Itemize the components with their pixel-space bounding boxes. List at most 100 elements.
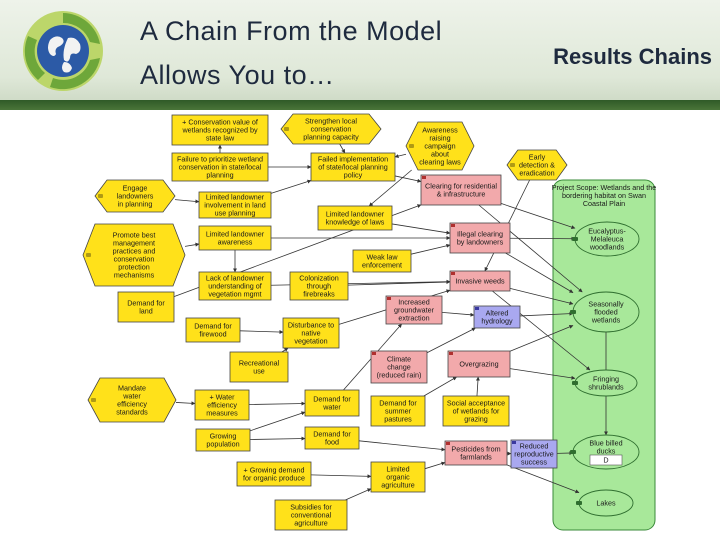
node-growing-population-line: Growing — [210, 432, 237, 441]
link-water-efficiency-to-demand-water — [248, 401, 306, 406]
node-limited-involvement-line: use planning — [215, 209, 256, 218]
node-clearing-residential-line: Clearing for residential — [425, 182, 497, 191]
target-blue-billed-ducks-line: ducks — [597, 447, 616, 456]
node-increased-extraction-line: groundwater — [394, 306, 435, 315]
node-social-acceptance-line: Social acceptance — [447, 399, 505, 408]
target-seasonally-flooded-line: Seasonally — [588, 300, 624, 309]
node-clearing-residential[interactable]: Clearing for residential& infrastructure — [420, 174, 502, 206]
node-awareness-campaign-line: clearing laws — [419, 158, 461, 167]
node-mandate-water-line: Mandate — [118, 384, 146, 393]
node-social-acceptance-line: of wetlands for — [453, 407, 500, 416]
link-weak-enforcement-to-illegal-clearing — [410, 243, 451, 255]
target-lakes[interactable]: Lakes — [576, 489, 634, 517]
node-engage-landowners-line: in planning — [118, 200, 153, 209]
link-limited-organic-to-pesticides — [424, 461, 446, 470]
link-limited-involvement-to-failed-implementation — [270, 179, 312, 194]
node-promote-best-line: management — [113, 239, 155, 248]
link-mandate-water-to-water-efficiency — [175, 401, 196, 406]
node-failure-prioritize-line: conservation in state/local — [179, 163, 262, 172]
node-engage-landowners-line: landowners — [117, 192, 154, 201]
node-promote-best-line: practices and — [113, 247, 156, 256]
node-failure-prioritize[interactable]: Failure to prioritize wetlandconservatio… — [171, 152, 269, 182]
link-pesticides-to-lakes — [506, 464, 580, 494]
node-failed-implementation-line: of state/local planning — [318, 163, 388, 172]
node-demand-food-line: food — [325, 438, 339, 447]
target-lakes-line: Lakes — [596, 499, 616, 508]
page-title-line-2: Allows You to… — [140, 60, 335, 90]
node-limited-organic-line: agriculture — [381, 481, 415, 490]
link-awareness-campaign-to-failed-implementation — [394, 153, 407, 158]
link-growing-population-to-demand-food — [249, 436, 306, 441]
node-mandate-water-line: standards — [116, 408, 148, 417]
link-limited-knowledge-to-illegal-clearing — [391, 223, 451, 235]
node-promote-best-line: conservation — [114, 255, 155, 264]
link-promote-best-to-limited-awareness — [184, 242, 200, 247]
node-limited-awareness-line: awareness — [218, 238, 253, 247]
node-limited-knowledge-line: knowledge of laws — [326, 218, 385, 227]
link-awareness-campaign-to-limited-knowledge — [368, 169, 412, 207]
node-water-efficiency-line: efficiency — [207, 401, 237, 410]
link-failed-implementation-to-clearing-residential — [394, 175, 422, 183]
node-social-acceptance-line: grazing — [464, 415, 488, 424]
node-strengthen-capacity-line: planning capacity — [303, 133, 359, 142]
target-fringing-shrublands-line: shrublands — [588, 383, 624, 392]
node-colonization-line: through — [307, 282, 331, 291]
link-overgrazing-to-fringing-shrublands — [509, 368, 576, 380]
node-pesticides-line: Pesticides from — [451, 445, 500, 454]
target-eucalyptus-line: woodlands — [589, 243, 625, 252]
node-overgrazing[interactable]: Overgrazing — [447, 350, 511, 378]
node-climate-change-line: Climate — [387, 355, 411, 364]
node-climate-change-line: (reduced rain) — [377, 371, 422, 380]
node-lack-understanding-line: Lack of landowner — [206, 274, 265, 283]
link-social-acceptance-to-overgrazing — [475, 376, 480, 397]
node-promote-best-line: mechanisms — [114, 271, 155, 280]
link-colonization-to-invasive-weeds — [347, 280, 451, 286]
node-illegal-clearing-line: by landowners — [457, 238, 504, 247]
link-recreational-use-to-disturbance-vegetation — [281, 347, 289, 353]
node-weak-enforcement-line: Weak law — [366, 253, 398, 262]
target-fringing-shrublands-line: Fringing — [593, 375, 619, 384]
link-illegal-clearing-to-eucalyptus — [509, 236, 576, 241]
node-invasive-weeds[interactable]: Invasive weeds — [449, 270, 511, 292]
link-clearing-residential-to-seasonally-flooded — [478, 204, 583, 293]
node-limited-awareness-line: Limited landowner — [206, 230, 265, 239]
node-climate-change-line: change — [387, 363, 411, 372]
